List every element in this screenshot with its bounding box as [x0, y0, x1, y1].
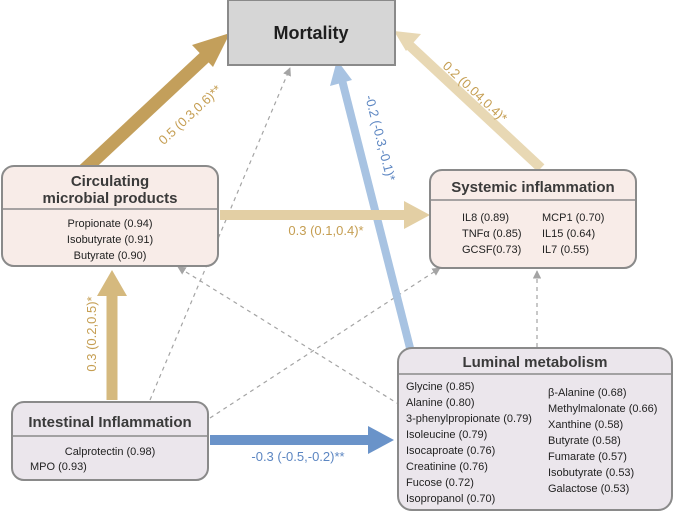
node-circulating-item: Butyrate (0.90) [74, 250, 147, 262]
node-luminal-item: Glycine (0.85) [406, 381, 474, 393]
node-systemic-item: IL8 (0.89) [462, 212, 509, 224]
node-mortality: Mortality [227, 0, 396, 66]
node-systemic: Systemic inflammation IL8 (0.89) TNFα (0… [429, 169, 637, 269]
node-circulating-title-line1: Circulating [71, 173, 149, 190]
node-circulating-item: Propionate (0.94) [68, 218, 153, 230]
node-systemic-item: MCP1 (0.70) [542, 212, 604, 224]
arrow-circulating-to-mortality-head [192, 33, 230, 67]
node-circulating-item: Isobutyrate (0.91) [67, 234, 153, 246]
arrow-luminal-to-mortality-head [330, 60, 352, 86]
arrow-intestinal-to-circulating-head [97, 270, 127, 296]
node-luminal-item: Alanine (0.80) [406, 397, 475, 409]
node-systemic-title: Systemic inflammation [451, 179, 614, 196]
dashed-paths [149, 67, 542, 419]
node-luminal-item: Methylmalonate (0.66) [548, 403, 657, 415]
arrow-intestinal-to-luminal-head [368, 426, 394, 454]
node-luminal-item: Isopropanol (0.70) [406, 493, 495, 505]
node-luminal-item: Isobutyrate (0.53) [548, 467, 634, 479]
node-luminal-item: Creatinine (0.76) [406, 461, 488, 473]
node-intestinal: Intestinal Inflammation Calprotectin (0.… [11, 401, 209, 481]
node-mortality-title: Mortality [273, 23, 348, 43]
node-intestinal-item: Calprotectin (0.98) [65, 446, 156, 458]
significant-paths [79, 31, 545, 454]
arrow-circulating-to-systemic-head [404, 201, 430, 229]
edge-label-intestinal-to-luminal: -0.3 (-0.5,-0.2)** [251, 449, 344, 464]
node-luminal-item: Xanthine (0.58) [548, 419, 623, 431]
node-luminal-item: Butyrate (0.58) [548, 435, 621, 447]
node-luminal-item: Fucose (0.72) [406, 477, 474, 489]
arrow-circulating-to-mortality-shaft [79, 51, 211, 175]
node-luminal-item: Isoleucine (0.79) [406, 429, 487, 441]
node-luminal-title: Luminal metabolism [462, 354, 607, 371]
node-systemic-item: TNFα (0.85) [462, 228, 522, 240]
edge-label-systemic-to-mortality: 0.2 (0.04,0.4)* [440, 58, 510, 125]
edge-label-intestinal-to-circulating: 0.3 (0.2,0.5)* [84, 296, 99, 371]
node-luminal-item: Isocaproate (0.76) [406, 445, 495, 457]
arrow-systemic-to-mortality-head [394, 31, 421, 51]
node-luminal-item: Galactose (0.53) [548, 483, 629, 495]
node-luminal: Luminal metabolism Glycine (0.85) Alanin… [397, 347, 673, 511]
node-circulating-title-line2: microbial products [42, 190, 177, 207]
arrow-systemic-to-mortality-shaft [404, 40, 545, 172]
node-systemic-item: GCSF(0.73) [462, 244, 521, 256]
node-systemic-item: IL15 (0.64) [542, 228, 595, 240]
node-luminal-item: Fumarate (0.57) [548, 451, 627, 463]
dashed-arrow-intestinal-to-systemic [209, 267, 441, 419]
node-intestinal-item: MPO (0.93) [30, 461, 87, 473]
node-circulating: Circulating microbial products Propionat… [1, 165, 219, 267]
node-intestinal-title: Intestinal Inflammation [28, 414, 191, 431]
edge-label-circulating-to-systemic: 0.3 (0.1,0.4)* [288, 223, 363, 238]
dashed-arrow-luminal-to-circulating [177, 266, 401, 406]
node-systemic-item: IL7 (0.55) [542, 244, 589, 256]
node-luminal-item: 3-phenylpropionate (0.79) [406, 413, 532, 425]
node-luminal-item: β-Alanine (0.68) [548, 387, 626, 399]
